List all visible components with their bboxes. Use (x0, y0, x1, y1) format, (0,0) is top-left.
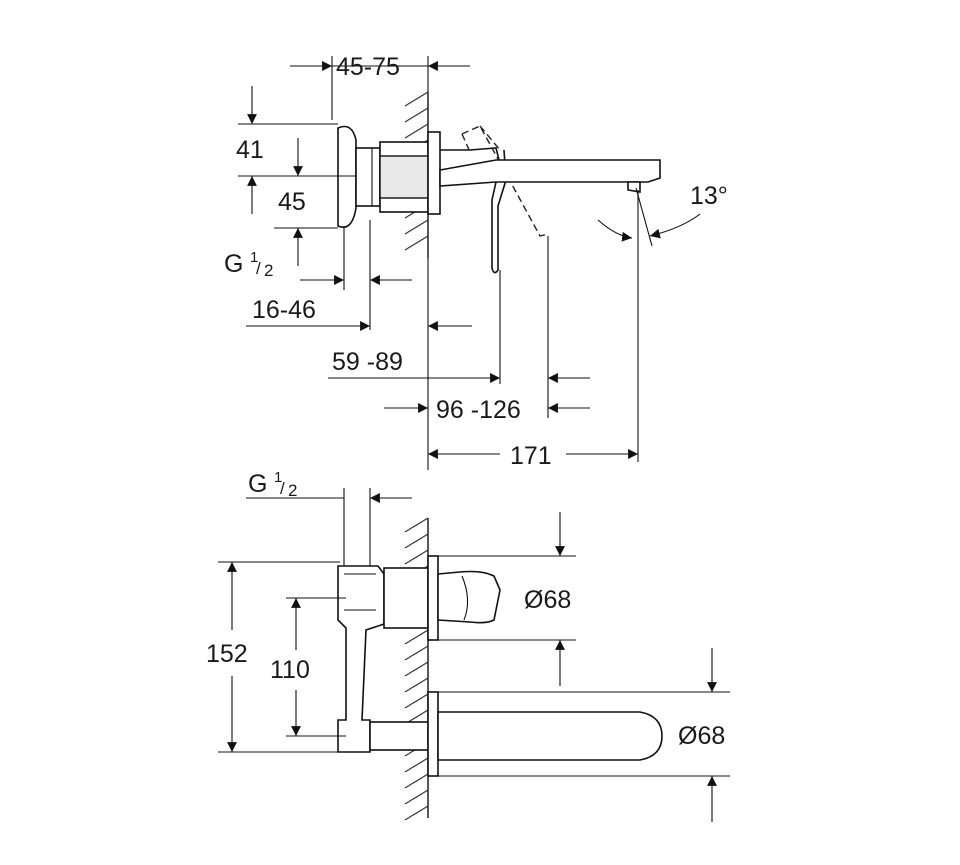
dim-59-89: 59 -89 (328, 236, 590, 418)
thread-g-label-bottom: G (248, 470, 267, 498)
wall-section-bottom (404, 517, 429, 821)
lever-handle-plan (437, 570, 501, 624)
thread-den-bottom: 2 (288, 481, 297, 500)
spout-side (439, 159, 661, 193)
mixer-body-side (337, 125, 429, 228)
dim-diam-68-upper: Ø68 (438, 512, 576, 686)
dim-41-label: 41 (236, 136, 264, 164)
dim-110-label: 110 (270, 656, 310, 684)
diam-68-lower-label: Ø68 (678, 722, 725, 750)
plan-view: G 1 / 2 152 110 Ø68 (206, 469, 730, 822)
wall-plate-side (427, 131, 441, 215)
dim-152-label: 152 (206, 640, 248, 668)
wall-plate-spout (427, 691, 439, 777)
dim-171-label: 171 (510, 442, 552, 470)
dim-59-89-label: 59 -89 (332, 348, 403, 376)
dim-45-75-label: 45-75 (336, 53, 400, 81)
thread-num-top: 1 (250, 249, 258, 266)
dim-96-126-label: 96 -126 (436, 396, 521, 424)
dim-45: 45 (274, 138, 338, 266)
dim-g-half-bottom: G 1 / 2 (246, 469, 412, 566)
dim-96-126: 96 -126 (384, 396, 590, 424)
dim-16-46-label: 16-46 (252, 296, 316, 324)
dim-16-46: 16-46 (246, 258, 472, 470)
dim-45-75: 45-75 (290, 53, 470, 120)
thread-slash-top: / (256, 259, 261, 278)
side-view: 45-75 41 45 G 1 / 2 (224, 53, 728, 470)
dim-41: 41 (236, 86, 356, 214)
thread-den-top: 2 (264, 261, 273, 280)
angle-13: 13° (597, 182, 728, 247)
dim-diam-68-lower: Ø68 (438, 648, 730, 822)
dim-45-label: 45 (278, 188, 306, 216)
thread-slash-bottom: / (280, 479, 285, 498)
angle-13-label: 13° (690, 182, 728, 210)
thread-num-bottom: 1 (274, 469, 282, 486)
dim-152: 152 (206, 561, 340, 753)
dim-110: 110 (270, 597, 346, 737)
dim-g-half-top: G 1 / 2 (224, 220, 412, 330)
dim-171: 171 (428, 190, 639, 470)
rough-in-body-plan (337, 565, 429, 753)
spout-plan (437, 711, 663, 761)
wall-plate-handle (427, 555, 439, 641)
diam-68-upper-label: Ø68 (524, 586, 571, 614)
thread-g-label-top: G (224, 250, 243, 278)
